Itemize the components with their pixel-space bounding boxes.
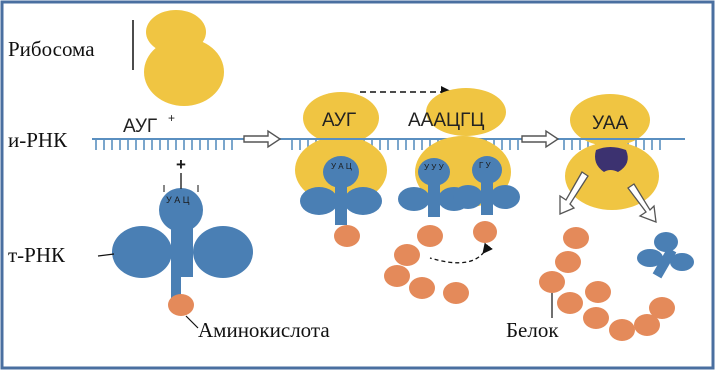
start-codon: АУГ [123, 116, 157, 137]
trna-anticodon: У А Ц [166, 195, 190, 205]
amino-acid-label: Аминокислота [198, 318, 330, 342]
ribosome-large-subunit [144, 38, 224, 106]
trna-label: т-РНК [8, 243, 66, 267]
trna-left-arm [112, 226, 172, 278]
amino-acid-free [168, 294, 194, 316]
mrna-label: и-РНК [8, 128, 68, 152]
start-codon-sup: + [168, 111, 175, 125]
protein-label: Белок [506, 318, 559, 342]
stage3-anticodon-right: Г У [479, 161, 492, 170]
stop-codon: УАА [592, 113, 628, 134]
plus-sign: + [176, 155, 186, 174]
amino-acid-stage2 [334, 225, 360, 247]
stage2-anticodon: У А Ц [331, 162, 352, 171]
stage2-codon: АУГ [322, 110, 356, 131]
amino-acid-incoming [473, 221, 497, 243]
stage3-anticodon-left: У У У [424, 163, 445, 172]
trna-right-arm [193, 226, 253, 278]
stage3-codons: АААЦГЦ [408, 110, 484, 131]
ribosome-label: Рибосома [8, 37, 95, 61]
release-factor [595, 147, 628, 172]
trna-stem [171, 225, 193, 277]
trna-acceptor [171, 270, 181, 298]
